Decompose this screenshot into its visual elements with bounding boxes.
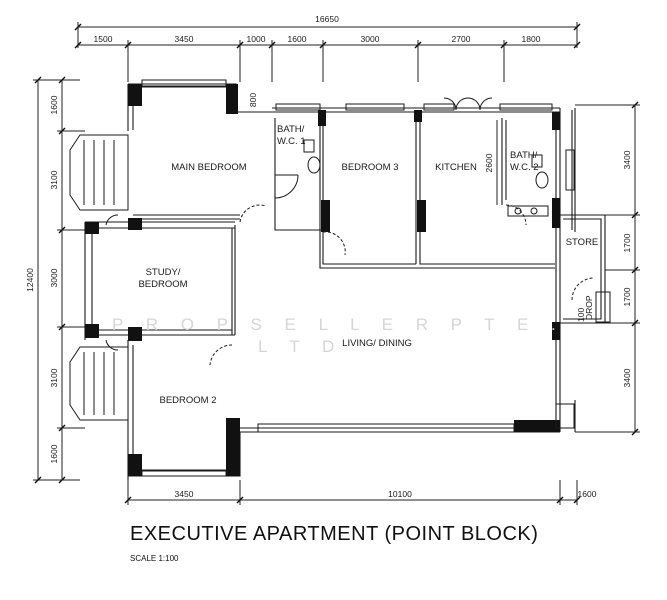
plan-scale: SCALE 1:100	[130, 554, 179, 563]
room-study-line1: STUDY/	[146, 267, 181, 278]
bay-windows	[69, 134, 129, 421]
dim-top-2: 3450	[175, 34, 194, 44]
columns	[85, 84, 560, 476]
dim-right-3: 1700	[622, 287, 632, 306]
room-bath2-line2: W.C. 2	[510, 162, 539, 173]
windows	[141, 79, 575, 477]
room-bedroom2: BEDROOM 2	[159, 395, 216, 406]
dim-kitchen: 2600	[484, 153, 494, 172]
dim-top-4: 1600	[288, 34, 307, 44]
room-bath1-line1: BATH/	[277, 124, 305, 135]
dim-top-6: 2700	[452, 34, 471, 44]
room-main-bedroom: MAIN BEDROOM	[171, 162, 247, 173]
dim-top-7: 1800	[522, 34, 541, 44]
dim-left-3: 3000	[49, 268, 59, 287]
room-bath1-line2: W.C. 1	[277, 136, 306, 147]
doors	[105, 97, 595, 366]
room-study-line2: BEDROOM	[138, 279, 187, 290]
dim-left-5: 1600	[49, 444, 59, 463]
dim-top-5: 3000	[361, 34, 380, 44]
plan-title: EXECUTIVE APARTMENT (POINT BLOCK)	[130, 523, 539, 545]
dim-left-1: 1600	[49, 95, 59, 114]
room-store: STORE	[566, 237, 599, 248]
dim-bottom-2: 10100	[388, 489, 412, 499]
dim-left-2: 3100	[49, 170, 59, 189]
dim-bottom-1: 3450	[175, 489, 194, 499]
label-drop-size: 100	[576, 308, 586, 322]
dim-overall-left: 12400	[25, 268, 35, 292]
room-bedroom3: BEDROOM 3	[341, 162, 398, 173]
label-drop: DROP	[584, 295, 594, 320]
dim-left-4: 3100	[49, 368, 59, 387]
dim-right-2: 1700	[622, 233, 632, 252]
room-living-dining: LIVING/ DINING	[342, 338, 412, 349]
watermark-line1: P R O P S E L L E R P T E .	[112, 315, 565, 334]
dim-right-1: 3400	[622, 150, 632, 169]
dim-bottom-3: 1600	[578, 489, 597, 499]
dim-top-1: 1500	[94, 34, 113, 44]
fixtures	[303, 139, 611, 323]
dim-top-3: 1000	[247, 34, 266, 44]
dim-overall-top: 16650	[315, 14, 339, 24]
dim-right-4: 3400	[622, 368, 632, 387]
dim-top-8: 800	[248, 93, 258, 107]
room-bath2-line1: BATH/	[510, 150, 538, 161]
room-kitchen: KITCHEN	[435, 162, 477, 173]
watermark-line2: L T D	[258, 337, 343, 356]
